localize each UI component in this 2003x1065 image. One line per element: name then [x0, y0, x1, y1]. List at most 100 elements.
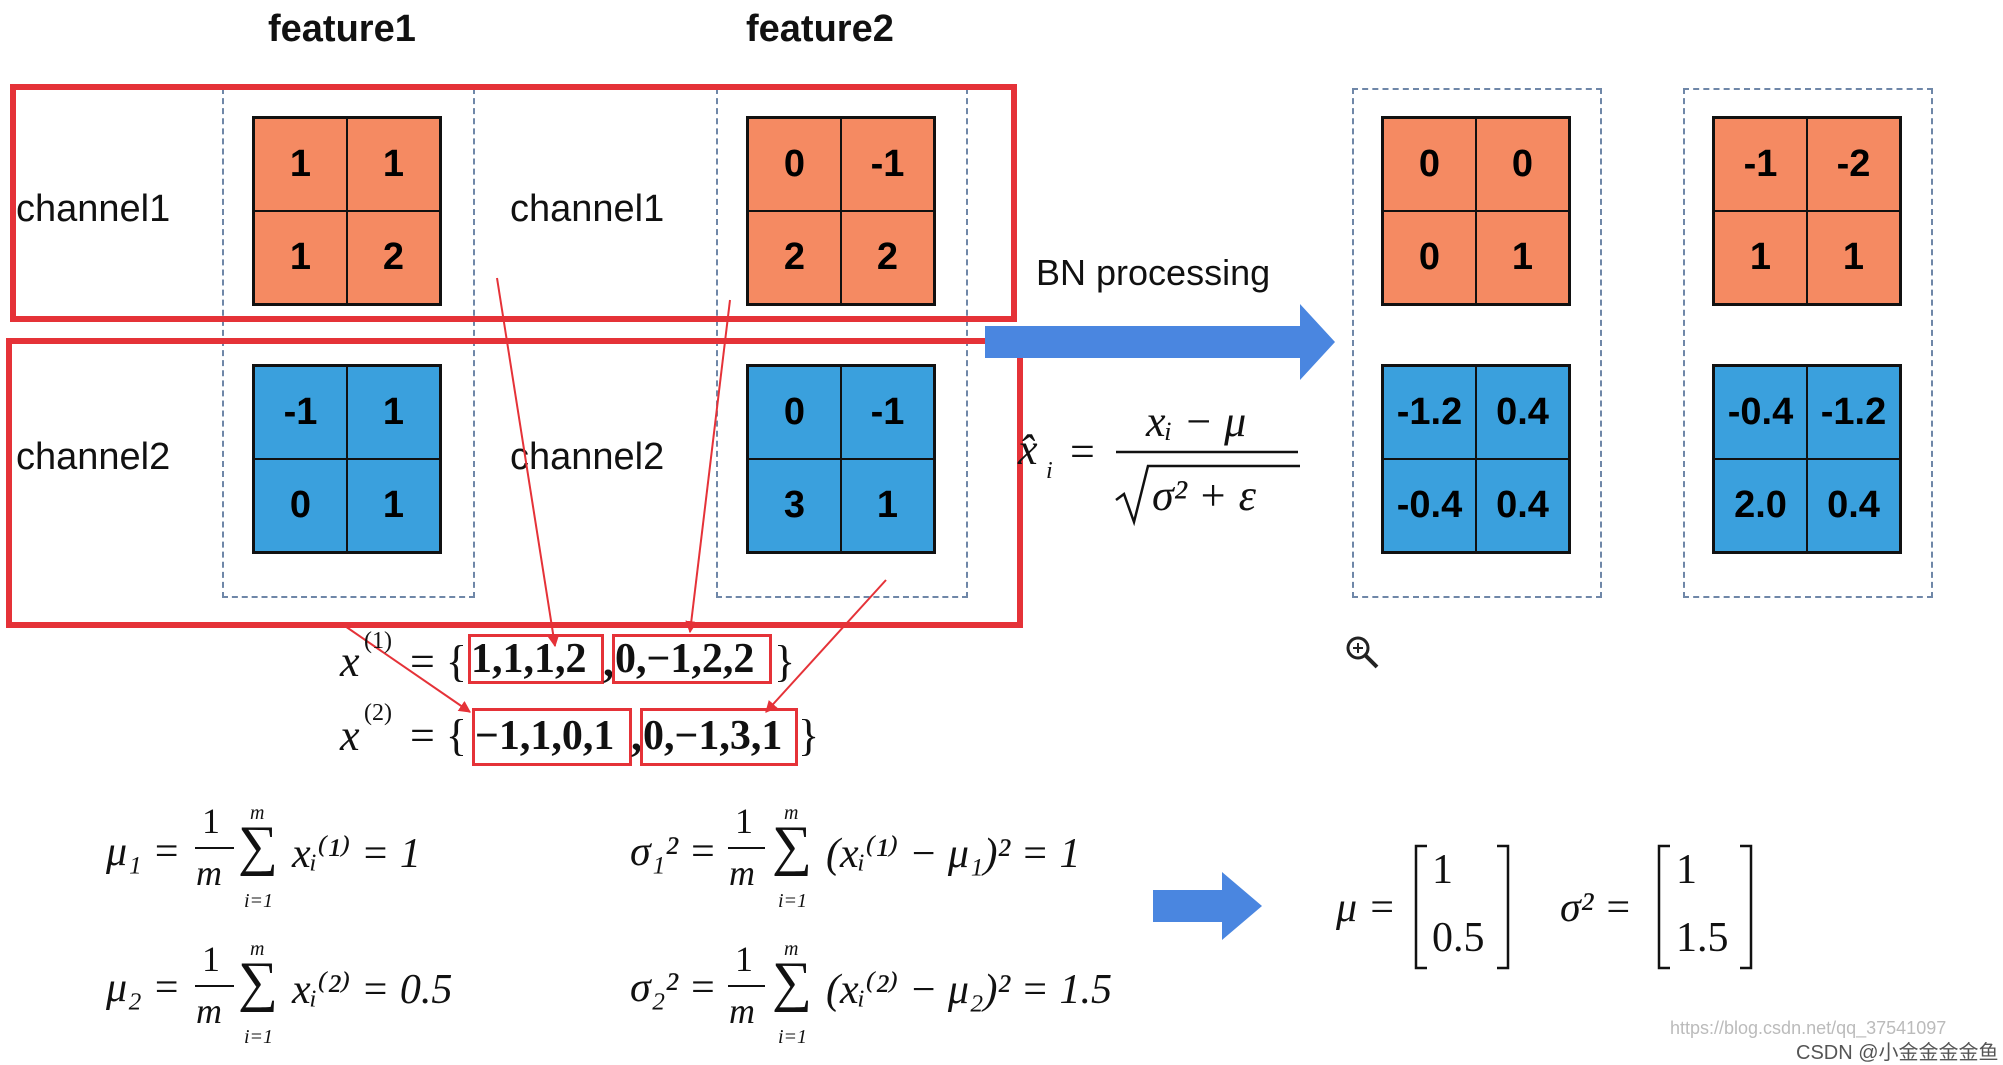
var-vector-value-1: 1 [1676, 847, 1697, 893]
var1-sum-sign: ∑ [772, 815, 812, 877]
grid-cell: 1 [254, 211, 347, 304]
arrow-f1ch1-to-x1 [496, 277, 560, 648]
var2-sum-sign: ∑ [772, 951, 812, 1013]
grid-cell: 1 [347, 118, 440, 211]
var1-rhs: (xᵢ⁽¹⁾ − μ₁)² = 1 [826, 831, 1081, 877]
mu1-sum-top: m [250, 802, 265, 824]
grid-cell: 2.0 [1714, 459, 1807, 552]
x1-equals: = { [410, 637, 467, 686]
x2-superscript: (2) [364, 700, 392, 726]
grid-cell: 2 [748, 211, 841, 304]
var2-rhs: (xᵢ⁽²⁾ − μ₂)² = 1.5 [826, 967, 1112, 1013]
grid-cell: 2 [841, 211, 934, 304]
feature2-channel2-grid: 0 -1 3 1 [746, 364, 936, 554]
grid-cell: 1 [254, 118, 347, 211]
bn-arrow [985, 304, 1335, 380]
arrow-f1ch2-to-x2 [341, 623, 471, 713]
arrow-f2ch2-to-x2 [765, 579, 887, 713]
var-vector-lhs: σ² = [1560, 885, 1633, 931]
x1-superscript: (1) [364, 628, 392, 654]
mu1-sum-sign: ∑ [238, 815, 278, 877]
grid-cell: 2 [347, 211, 440, 304]
mu2-sum-sign: ∑ [238, 951, 278, 1013]
formula-xhat: x̂ [1018, 425, 1038, 474]
output1-channel1-grid: 0 0 0 1 [1381, 116, 1571, 306]
var2-sum-bottom: i=1 [778, 1026, 808, 1048]
grid-cell: 3 [748, 459, 841, 552]
mu2-lhs: μ₂ = [106, 965, 181, 1011]
grid-cell: 0 [254, 459, 347, 552]
bn-processing-label: BN processing [1036, 252, 1271, 293]
formula-equals: = [1070, 427, 1095, 476]
grid-cell: -1.2 [1383, 366, 1476, 459]
var-bracket-right [1740, 844, 1753, 970]
grid-cell: -1 [841, 366, 934, 459]
mu1-rhs: xᵢ⁽¹⁾ = 1 [292, 831, 421, 877]
x1-symbol: x [340, 637, 360, 686]
mu-vector-lhs: μ = [1336, 885, 1396, 931]
grid-cell: 0.4 [1807, 459, 1900, 552]
watermark-url: https://blog.csdn.net/qq_37541097 [1670, 1018, 1947, 1038]
grid-cell: 1 [1476, 211, 1569, 304]
feature1-channel1-grid: 1 1 1 2 [252, 116, 442, 306]
formula-xhat-sub: i [1046, 458, 1053, 484]
mu1-frac-num: 1 [202, 801, 220, 841]
formula-numerator: xᵢ − μ [1146, 397, 1247, 446]
var1-sum-top: m [784, 802, 799, 824]
grid-cell: 0 [1383, 211, 1476, 304]
grid-cell: -0.4 [1383, 459, 1476, 552]
x1-close-brace: } [774, 637, 796, 686]
f1-channel1-label: channel1 [16, 188, 171, 230]
grid-cell: -0.4 [1714, 366, 1807, 459]
sqrt-symbol [1115, 464, 1300, 527]
grid-cell: 1 [1807, 211, 1900, 304]
mu1-frac-den: m [196, 853, 222, 893]
var1-frac-num: 1 [735, 801, 753, 841]
x1-comma: , [603, 637, 614, 686]
formula-denominator: σ² + ε [1152, 471, 1256, 520]
watermark: CSDN @小金金金金鱼 [1796, 1042, 1999, 1064]
x2-close-brace: } [798, 711, 820, 760]
mu-vector-value-1: 1 [1432, 847, 1453, 893]
var1-lhs: σ₁² = [630, 829, 717, 875]
feature1-channel2-grid: -1 1 0 1 [252, 364, 442, 554]
x1-set-part-a: 1,1,1,2 [468, 634, 604, 684]
zoom-in-icon [1346, 636, 1379, 669]
var2-frac-den: m [729, 991, 755, 1031]
channel1-highlight-box [10, 84, 1017, 322]
mu2-sum-bottom: i=1 [244, 1026, 274, 1048]
mu2-sum-top: m [250, 938, 265, 960]
grid-cell: -1 [254, 366, 347, 459]
x2-set-part-a: −1,1,0,1 [472, 708, 632, 766]
var1-frac-den: m [729, 853, 755, 893]
mu-bracket-left [1414, 844, 1427, 970]
var2-frac-num: 1 [735, 939, 753, 979]
grid-cell: -1 [841, 118, 934, 211]
f2-channel1-label: channel1 [510, 188, 665, 230]
x2-equals: = { [410, 711, 467, 760]
arrow-f2ch1-to-x1 [685, 299, 731, 634]
output2-channel1-grid: -1 -2 1 1 [1712, 116, 1902, 306]
var2-lhs: σ₂² = [630, 965, 717, 1011]
result-arrow [1153, 872, 1262, 940]
feature2-channel1-grid: 0 -1 2 2 [746, 116, 936, 306]
x2-set-part-b: 0,−1,3,1 [640, 708, 798, 766]
grid-cell: 1 [841, 459, 934, 552]
mu-bracket-right [1497, 844, 1510, 970]
feature1-header: feature1 [268, 8, 416, 50]
x2-comma: , [631, 711, 642, 760]
x2-symbol: x [340, 711, 360, 760]
f2-channel2-label: channel2 [510, 436, 665, 478]
mu2-frac-den: m [196, 991, 222, 1031]
grid-cell: 0 [748, 366, 841, 459]
grid-cell: 1 [347, 459, 440, 552]
grid-cell: 0.4 [1476, 459, 1569, 552]
grid-cell: -2 [1807, 118, 1900, 211]
grid-cell: -1 [1714, 118, 1807, 211]
output2-frame [1683, 88, 1933, 598]
feature2-header: feature2 [746, 8, 894, 50]
f1-channel2-label: channel2 [16, 436, 171, 478]
grid-cell: 0 [1383, 118, 1476, 211]
mu1-lhs: μ₁ = [106, 829, 181, 875]
